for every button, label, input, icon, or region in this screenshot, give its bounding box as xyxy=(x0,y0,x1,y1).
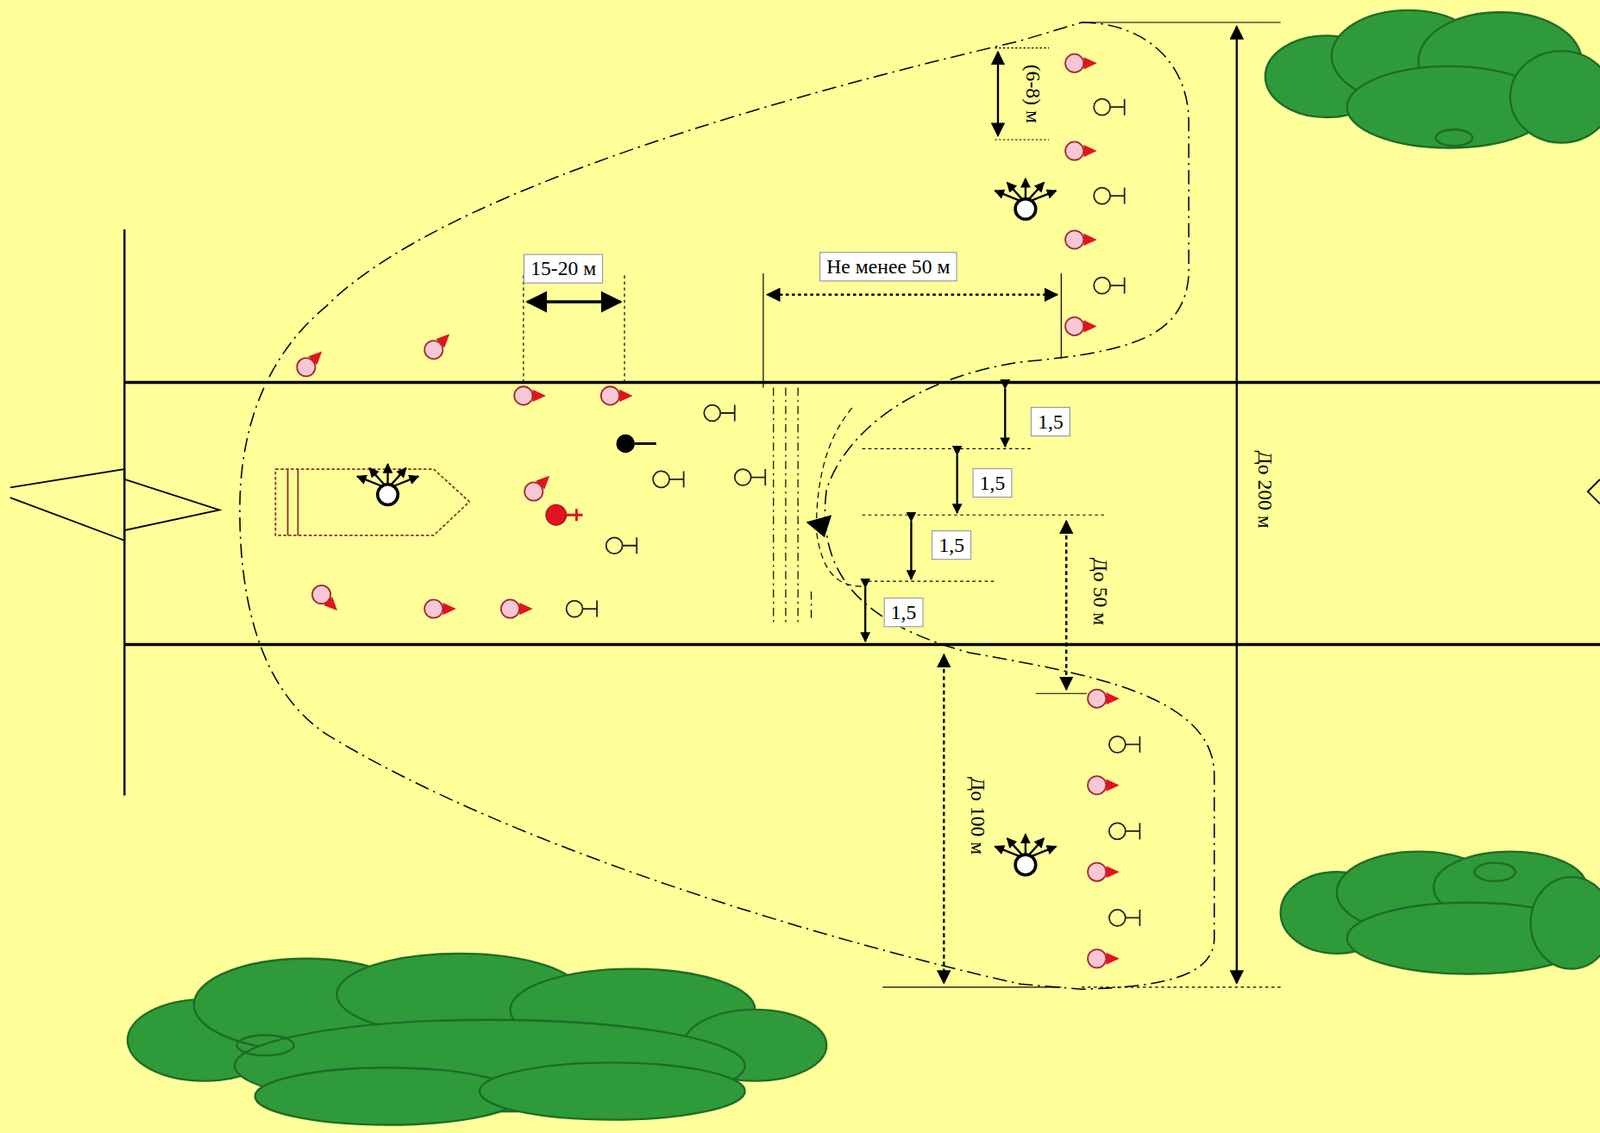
bush-detail xyxy=(1436,129,1474,146)
weapon-symbol xyxy=(1109,736,1140,753)
dimension-line xyxy=(523,22,1281,988)
dimension-label: 1,5 xyxy=(931,530,972,560)
weapon-symbol xyxy=(734,469,766,486)
weapon-symbol xyxy=(652,470,684,488)
boundary-line xyxy=(123,229,126,796)
weapon-symbol xyxy=(1109,822,1140,840)
soldier-symbol xyxy=(1065,141,1098,160)
soldier-symbol xyxy=(308,581,345,617)
weapon-symbol xyxy=(606,537,637,554)
soldier-symbol xyxy=(424,599,457,618)
route-line xyxy=(815,407,862,587)
commander-symbol xyxy=(357,464,419,505)
weapon-symbol xyxy=(1093,188,1124,205)
weapon-symbol xyxy=(1109,909,1140,927)
soldier-symbol xyxy=(1087,863,1120,882)
road-edge xyxy=(124,381,1600,385)
soldier-symbol xyxy=(293,345,329,381)
dimension-label: До 100 м xyxy=(965,773,992,858)
leader-symbol xyxy=(545,504,584,526)
weapon-symbol xyxy=(1093,277,1124,295)
dimension-label: 1,5 xyxy=(1030,407,1071,437)
dimension-label: 1,5 xyxy=(884,597,924,628)
weapon-symbol xyxy=(566,601,597,618)
bush xyxy=(127,953,827,1126)
bush-detail xyxy=(236,1035,294,1056)
direction-sign xyxy=(10,469,220,541)
bush xyxy=(1265,10,1600,149)
soldier-symbol xyxy=(420,327,457,364)
soldier-symbol xyxy=(1087,690,1120,709)
soldier-symbol xyxy=(1065,230,1098,249)
commander-symbol xyxy=(994,834,1056,875)
observer-symbol xyxy=(616,434,657,453)
dimension-label: 1,5 xyxy=(972,468,1012,498)
zone-outline xyxy=(239,22,1215,990)
direction-sign xyxy=(1587,479,1600,504)
road-edge xyxy=(124,643,1600,647)
vehicle xyxy=(275,469,470,536)
dimension-label: До 50 м xyxy=(1087,554,1114,629)
dimension-label: Не менее 50 м xyxy=(819,251,958,282)
soldier-symbol xyxy=(520,469,557,505)
soldier-symbol xyxy=(601,386,634,405)
soldier-symbol xyxy=(1065,54,1098,73)
soldier-symbol xyxy=(514,386,546,405)
soldier-symbol xyxy=(501,599,534,618)
bush xyxy=(1280,852,1600,975)
bush-detail xyxy=(1474,863,1515,882)
weapon-symbol xyxy=(703,405,735,422)
soldier-symbol xyxy=(1087,776,1120,795)
dimension-label: 15-20 м xyxy=(523,253,604,283)
route-arrow xyxy=(806,514,833,538)
commander-symbol xyxy=(994,178,1056,220)
barrier xyxy=(773,387,812,622)
soldier-symbol xyxy=(1065,317,1098,336)
dimension-label: До 200 м xyxy=(1252,447,1279,532)
dimension-label: (6-8) м xyxy=(1019,61,1046,126)
weapon-symbol xyxy=(1093,99,1124,116)
soldier-symbol xyxy=(1087,949,1120,968)
